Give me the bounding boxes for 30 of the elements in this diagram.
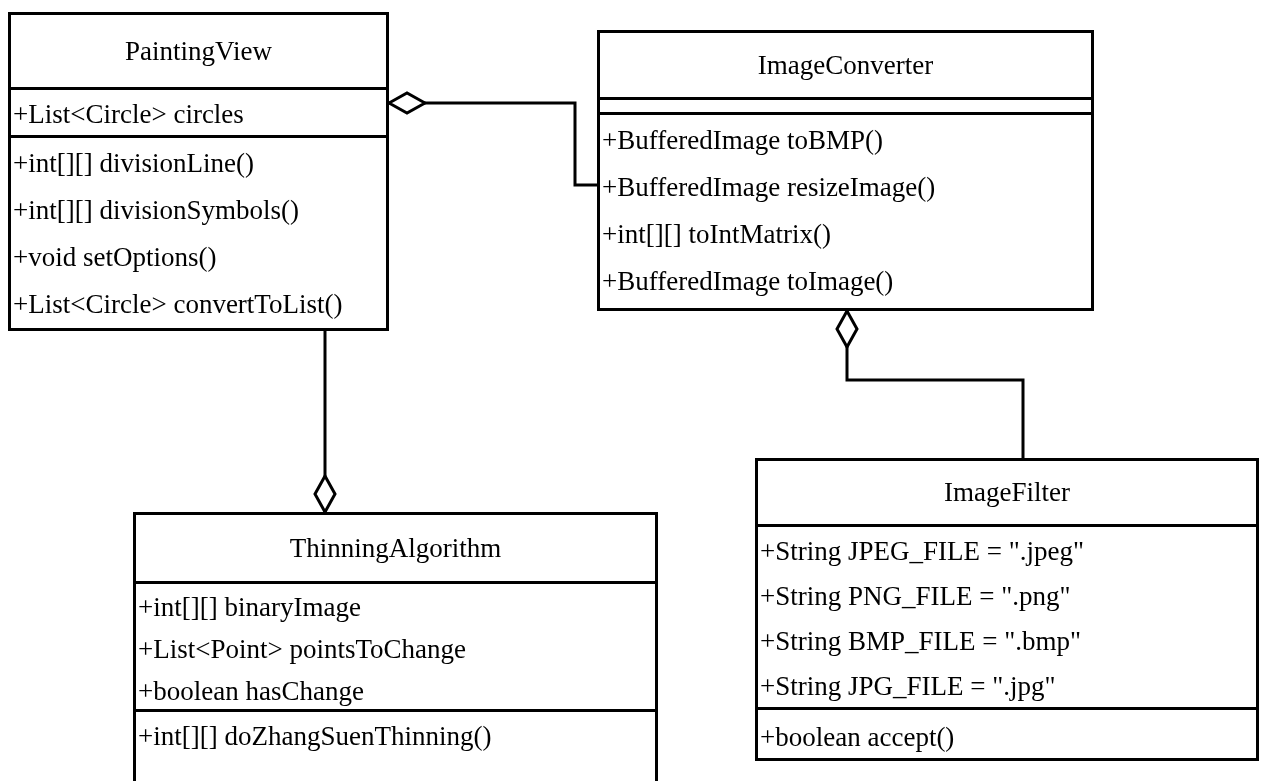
member-text: +List<Circle> circles [13,98,245,131]
class-box [8,12,389,331]
aggregation-connector [387,91,597,187]
member-text: +String PNG_FILE = ".png" [760,580,1072,613]
class-box [755,458,1259,761]
class-name: ThinningAlgorithm [289,534,502,562]
member-text: +String BMP_FILE = ".bmp" [760,625,1083,658]
member-text: +List<Circle> convertToList() [13,288,344,321]
member-text: +BufferedImage resizeImage() [602,171,937,204]
aggregation-connector [313,331,337,514]
class-name: PaintingView [125,37,272,65]
class-name: ImageConverter [757,51,934,79]
aggregation-connector [835,309,1025,458]
class-compartment [136,581,655,709]
class-box [597,30,1094,311]
member-text: +String JPEG_FILE = ".jpeg" [760,535,1085,568]
member-text: +int[][] divisionLine() [13,147,255,180]
member-text: +int[][] toIntMatrix() [602,218,832,251]
class-name: ImageFilter [944,479,1070,506]
member-text: +boolean hasChange [138,675,365,708]
member-text: +void setOptions() [13,241,218,274]
class-box [133,512,658,781]
member-text: +List<Point> pointsToChange [138,633,468,666]
member-text: +int[][] binaryImage [138,591,362,624]
member-text: +int[][] doZhangSuenThinning() [138,720,493,753]
member-text: +boolean accept() [760,721,956,754]
member-text: +String JPG_FILE = ".jpg" [760,670,1057,703]
member-text: +int[][] divisionSymbols() [13,194,300,227]
member-text: +BufferedImage toBMP() [602,124,884,157]
member-text: +BufferedImage toImage() [602,265,895,298]
